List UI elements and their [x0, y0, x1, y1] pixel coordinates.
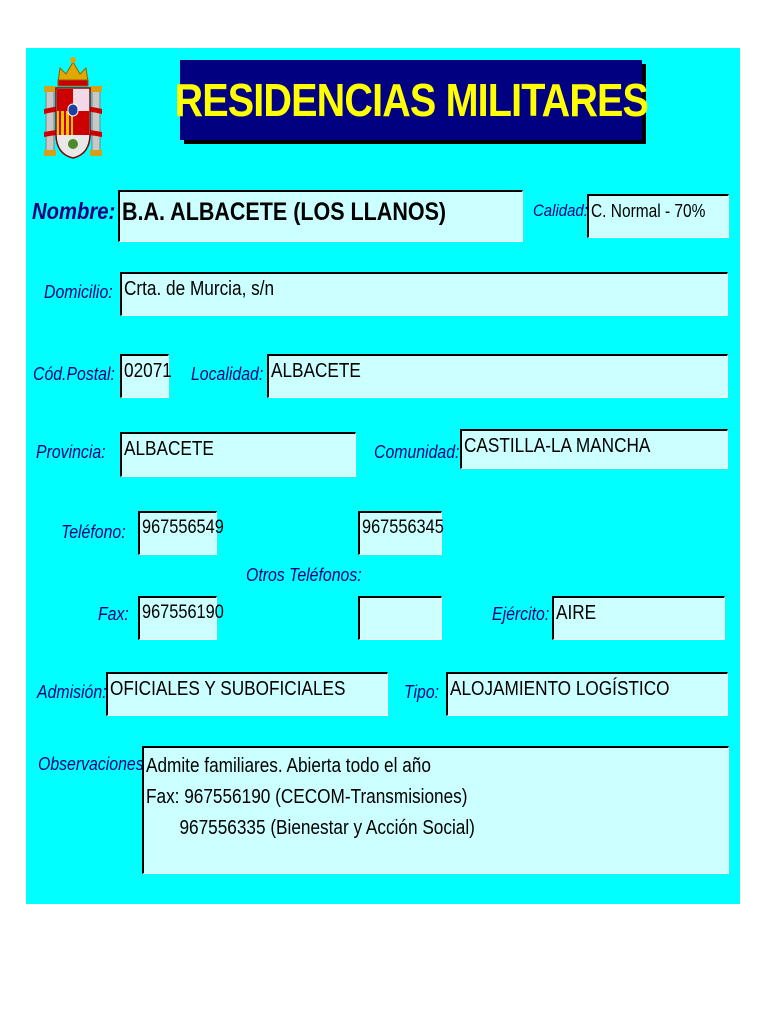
admision-value: OFICIALES Y SUBOFICIALES: [110, 678, 346, 700]
tipo-field: ALOJAMIENTO LOGÍSTICO: [446, 672, 728, 716]
cod-postal-label: Cód.Postal:: [33, 364, 115, 384]
provincia-value: ALBACETE: [124, 438, 214, 460]
ejercito-label: Ejército:: [492, 604, 550, 624]
admision-label: Admisión:: [37, 682, 107, 702]
ejercito-value: AIRE: [556, 602, 597, 624]
observaciones-line: Admite familiares. Abierta todo el año: [146, 755, 431, 777]
tipo-label: Tipo:: [404, 682, 440, 702]
comunidad-field: CASTILLA-LA MANCHA: [460, 429, 728, 469]
cod-postal-value: 02071: [124, 360, 172, 382]
spanish-coat-of-arms-icon: [44, 57, 102, 159]
otro-telefono-1-field: 967556345: [358, 511, 444, 555]
comunidad-value: CASTILLA-LA MANCHA: [464, 435, 651, 457]
calidad-label: Calidad:: [533, 201, 588, 220]
localidad-field: ALBACETE: [267, 354, 728, 398]
comunidad-label: Comunidad:: [374, 442, 460, 462]
tipo-value: ALOJAMIENTO LOGÍSTICO: [450, 678, 670, 700]
calidad-field: C. Normal - 70%: [587, 194, 729, 238]
observaciones-line: 967556335 (Bienestar y Acción Social): [146, 817, 475, 839]
domicilio-field: Crta. de Murcia, s/n: [120, 272, 728, 316]
otro-telefono-2-field: [358, 596, 442, 640]
domicilio-value: Crta. de Murcia, s/n: [124, 278, 275, 300]
nombre-value: B.A. ALBACETE (LOS LLANOS): [122, 198, 447, 226]
provincia-label: Provincia:: [36, 442, 106, 462]
fax-value: 967556190: [142, 602, 224, 623]
telefono-value: 967556549: [142, 517, 224, 538]
telefono-label: Teléfono:: [61, 522, 126, 542]
provincia-field: ALBACETE: [120, 432, 356, 477]
calidad-value: C. Normal - 70%: [591, 201, 706, 221]
page-title: RESIDENCIAS MILITARES: [174, 74, 648, 126]
localidad-label: Localidad:: [191, 364, 264, 384]
observaciones-line: Fax: 967556190 (CECOM-Transmisiones): [146, 786, 468, 808]
title-banner: RESIDENCIAS MILITARES: [174, 60, 649, 140]
nombre-field: B.A. ALBACETE (LOS LLANOS): [118, 190, 523, 242]
observaciones-label: Observaciones:: [38, 754, 149, 774]
observaciones-field: Admite familiares. Abierta todo el año F…: [142, 746, 729, 874]
otros-telefonos-label: Otros Teléfonos:: [246, 565, 362, 585]
localidad-value: ALBACETE: [271, 360, 361, 382]
domicilio-label: Domicilio:: [44, 282, 113, 302]
fax-label: Fax:: [98, 604, 129, 624]
nombre-label: Nombre:: [32, 198, 116, 224]
ejercito-field: AIRE: [552, 596, 725, 640]
fax-field: 967556190: [138, 596, 224, 640]
cod-postal-field: 02071: [120, 354, 172, 398]
admision-field: OFICIALES Y SUBOFICIALES: [106, 672, 388, 716]
otro-telefono-1-value: 967556345: [362, 517, 444, 538]
telefono-field: 967556549: [138, 511, 224, 555]
